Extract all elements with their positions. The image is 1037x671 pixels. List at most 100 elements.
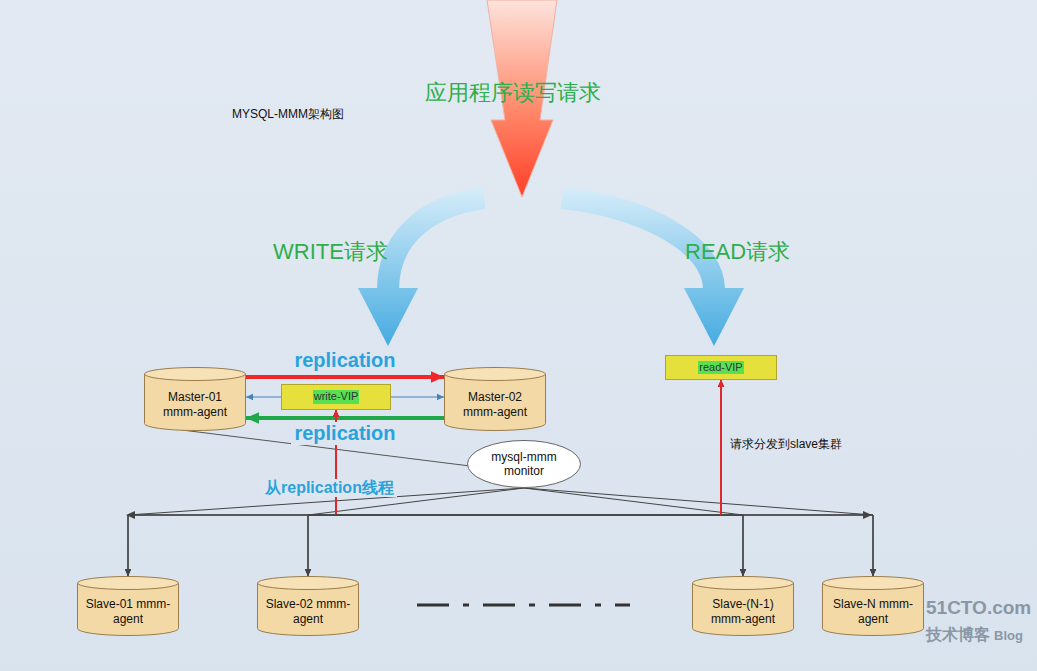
edge-label: 请求分发到slave集群 xyxy=(727,438,845,452)
edge-label: replication xyxy=(291,349,398,372)
node-label: Slave-01 mmm-agent xyxy=(83,597,173,626)
cylinder-body xyxy=(145,374,246,431)
diagram-title-note: MYSQL-MMM架构图 xyxy=(232,108,344,122)
arrow-head xyxy=(870,569,876,576)
arrow-head xyxy=(740,569,746,576)
database-cylinder: Slave-(N-1) mmm-agent xyxy=(692,576,794,636)
node-text-area: Master-02 mmm-agent xyxy=(444,367,546,431)
arrow-head xyxy=(125,569,131,576)
node-text-area: Slave-01 mmm-agent xyxy=(77,576,179,636)
arrow-head xyxy=(305,569,311,576)
connector-line xyxy=(336,515,743,576)
arrow-head xyxy=(305,569,311,576)
connector-line xyxy=(128,515,721,576)
connector-line xyxy=(336,515,873,576)
node-text-area: Slave-(N-1) mmm-agent xyxy=(692,576,794,636)
database-cylinder: Slave-N mmm-agent xyxy=(822,576,924,636)
connector xyxy=(125,488,524,576)
node-label: Slave-(N-1) mmm-agent xyxy=(698,597,788,626)
connector-line xyxy=(721,515,743,576)
node-label: mysql-mmm monitor xyxy=(479,450,569,479)
arrow-head xyxy=(718,380,724,387)
ellipsis-dash xyxy=(417,604,630,607)
arrow-head xyxy=(333,410,339,417)
node-text-area: write-VIP xyxy=(281,384,391,410)
connector xyxy=(246,371,444,383)
node-label: read-VIP xyxy=(698,361,743,374)
replication-line xyxy=(720,380,722,515)
arrow-head xyxy=(870,569,876,576)
arrow-head xyxy=(431,371,444,383)
replication-line xyxy=(720,380,722,515)
cylinder-top xyxy=(693,577,794,590)
write-arrow-head xyxy=(358,288,418,346)
vip-box: write-VIP xyxy=(281,384,391,410)
cylinder-body xyxy=(258,583,359,636)
connector-line xyxy=(524,488,743,576)
arrow-head xyxy=(125,569,131,576)
connector xyxy=(333,410,876,576)
monitor-ellipse: mysql-mmm monitor xyxy=(467,440,581,488)
request-label: 应用程序读写请求 xyxy=(425,80,601,105)
arrow-head xyxy=(305,569,311,576)
arrow-head xyxy=(246,394,253,400)
cylinder-body xyxy=(823,583,924,636)
connector xyxy=(718,380,746,576)
connector-line xyxy=(246,416,444,420)
connector-line xyxy=(246,375,444,379)
write-label: WRITE请求 xyxy=(273,239,388,264)
cylinder-top xyxy=(258,577,359,590)
node-text-area: mysql-mmm monitor xyxy=(467,440,581,488)
connector-line xyxy=(308,515,721,576)
cylinder-top xyxy=(145,368,246,381)
node-text-area: Slave-N mmm-agent xyxy=(822,576,924,636)
database-cylinder: Master-01 mmm-agent xyxy=(144,367,246,431)
node-label: Slave-N mmm-agent xyxy=(828,597,918,626)
vip-outline xyxy=(282,385,391,410)
arrow-head xyxy=(718,380,724,387)
node-text-area: Slave-02 mmm-agent xyxy=(257,576,359,636)
connector xyxy=(718,380,876,576)
node-label: Slave-02 mmm-agent xyxy=(263,597,353,626)
connector-line xyxy=(308,488,524,576)
node-label: Master-01 mmm-agent xyxy=(150,390,240,419)
cylinder-body xyxy=(693,583,794,636)
connector-line xyxy=(308,515,336,576)
connector xyxy=(524,488,876,576)
cylinder-top xyxy=(445,368,546,381)
arrow-head xyxy=(125,569,131,576)
read-label: READ请求 xyxy=(685,239,790,264)
connector-line xyxy=(128,488,524,576)
node-text-area: Master-01 mmm-agent xyxy=(144,367,246,431)
vip-box: read-VIP xyxy=(665,355,777,380)
cylinder-body xyxy=(78,583,179,636)
connector xyxy=(524,488,746,576)
monitor-outline xyxy=(468,441,581,488)
node-label: Master-02 mmm-agent xyxy=(450,390,540,419)
connector xyxy=(305,488,524,576)
cylinder-body xyxy=(445,374,546,431)
node-text-area: read-VIP xyxy=(665,355,777,380)
database-cylinder: Slave-01 mmm-agent xyxy=(77,576,179,636)
node-label: write-VIP xyxy=(313,390,360,403)
read-arrow-head xyxy=(684,288,744,346)
watermark: 51CTO.com xyxy=(926,597,1031,619)
connector-line xyxy=(128,515,336,576)
arrow-head xyxy=(870,569,876,576)
replication-line xyxy=(720,380,722,515)
database-cylinder: Master-02 mmm-agent xyxy=(444,367,546,431)
write-arrow xyxy=(388,198,484,290)
vip-outline xyxy=(666,356,777,380)
cylinder-top xyxy=(78,577,179,590)
arrow-head xyxy=(718,380,724,387)
arrow-head xyxy=(333,410,339,417)
database-cylinder: Slave-02 mmm-agent xyxy=(257,576,359,636)
connector xyxy=(125,380,724,576)
connector-line xyxy=(391,397,444,398)
connector-line xyxy=(721,515,873,576)
arrow-head xyxy=(740,569,746,576)
watermark: Blog xyxy=(994,629,1023,644)
arrow-head xyxy=(333,410,339,417)
replication-line xyxy=(720,380,722,515)
